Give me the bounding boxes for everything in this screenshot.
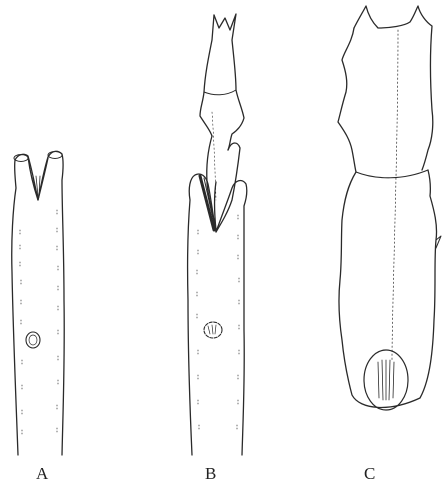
panel-b-stock (188, 174, 247, 455)
stock-a-bud (26, 332, 40, 348)
panel-label-c: C (364, 464, 376, 484)
scion-c-lower (339, 170, 437, 407)
stock-b-bud (204, 322, 222, 338)
stock-a-outline (12, 151, 65, 455)
panel-label-b: B (205, 464, 217, 484)
panel-label-a: A (36, 464, 49, 484)
panel-c-scion (338, 6, 441, 410)
panel-a-stock (12, 151, 65, 455)
scion-b-upper (214, 14, 244, 150)
scion-c-upper (354, 6, 433, 170)
